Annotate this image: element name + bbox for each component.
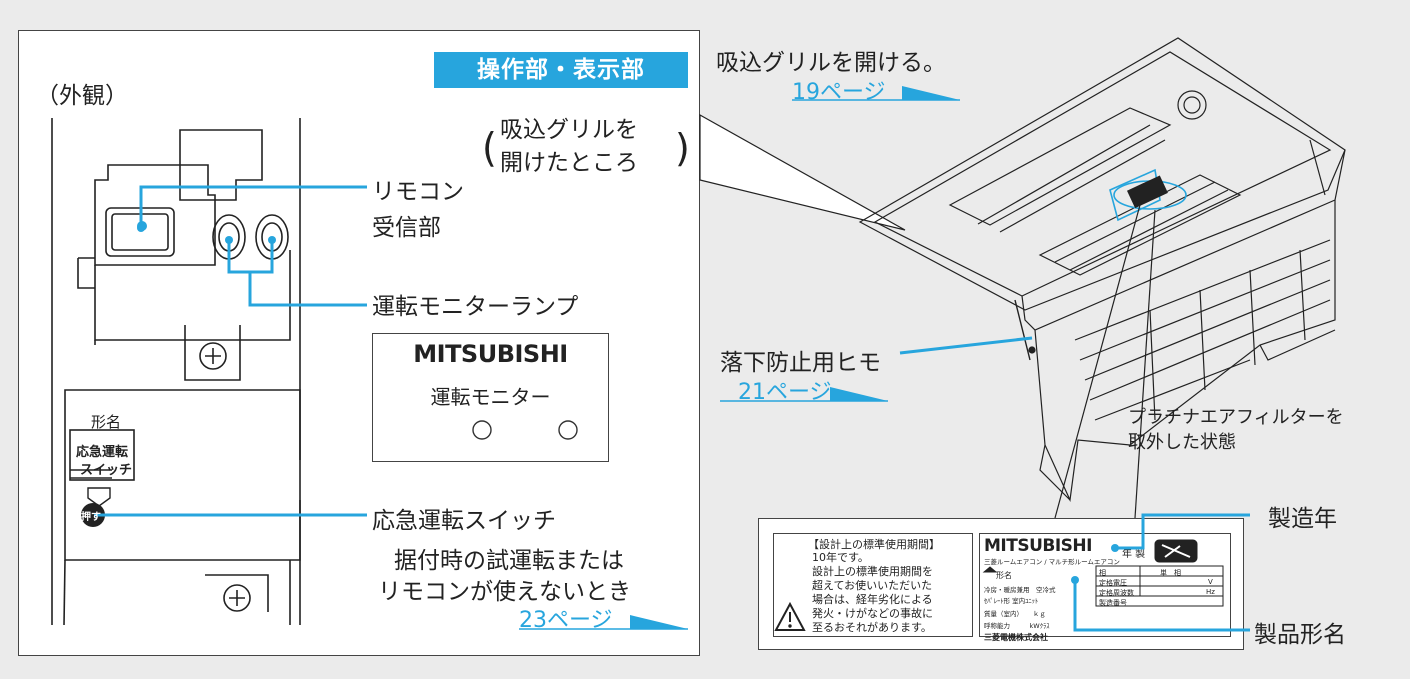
manufacture-year-label: 製造年 [1268, 506, 1337, 532]
label-year-mark: 年 製 [1122, 549, 1146, 560]
monitor-lamp-2 [558, 420, 578, 440]
filter-note-2: 取外した状態 [1128, 432, 1236, 453]
fall-cord-label: 落下防止用ヒモ [720, 350, 881, 376]
open-grille-label: 吸込グリルを開ける。 [716, 50, 946, 76]
warning-line-2: 10年です。 [812, 551, 869, 564]
page-link-arrows [519, 86, 960, 630]
label-spec-4: 呼称能力 kWｸﾗｽ [984, 622, 1050, 630]
label-zoom-lines [1054, 204, 1156, 519]
label-spec-2: ｾﾊﾟﾚｰﾄ形 室内ﾕﾆｯﾄ [984, 597, 1039, 605]
label-spec-1: 冷房・暖房兼用 空冷式 [984, 586, 1056, 594]
label-table-header-2: 単 相 [1160, 569, 1181, 577]
warning-line-7: 至るおそれがあります。 [812, 621, 932, 634]
label-unit-hz: Hz [1206, 588, 1215, 596]
emergency-note-2: リモコンが使えないとき [378, 579, 631, 605]
label-subtitle: 三菱ルームエアコン / マルチ形ルームエアコン [984, 558, 1120, 566]
emergency-switch-label: 応急運転スイッチ [372, 508, 556, 534]
callout-dots [137, 224, 276, 244]
warning-line-1: 【設計上の標準使用期間】 [808, 538, 940, 551]
right-callouts [899, 336, 1250, 632]
remote-receiver-label-1: リモコン [372, 179, 464, 205]
run-monitor-panel [372, 333, 609, 462]
label-maker: 三菱電機株式会社 [984, 633, 1048, 642]
product-model-label: 製品形名 [1254, 622, 1346, 648]
open-paren: ( [482, 124, 497, 172]
warning-line-4: 超えてお使いいただいた [812, 579, 933, 592]
label-spec-3: 質量（室内） ｋｇ [984, 610, 1046, 618]
monitor-lamp-1 [472, 420, 492, 440]
page-link-19[interactable]: 19ページ [792, 80, 886, 105]
remote-receiver-label-2: 受信部 [372, 215, 441, 241]
close-paren: ) [675, 126, 690, 170]
spec-box [979, 533, 1231, 637]
label-table-row-3: 製造番号 [1099, 599, 1127, 607]
monitor-brand: MITSUBISHI [413, 340, 568, 368]
left-callouts [94, 185, 367, 517]
filter-note-1: プラチナエアフィルターを [1128, 407, 1344, 428]
emergency-note-1: 据付時の試運転または [394, 548, 624, 574]
label-unit-v: V [1208, 578, 1213, 586]
run-monitor-lamp-label: 運転モニターランプ [372, 294, 579, 320]
unit-model-label: 形名 [91, 413, 122, 431]
indoor-unit-drawing [858, 37, 1346, 503]
label-table-header-1: 相 [1099, 569, 1106, 577]
label-table-row-1: 定格電圧 [1099, 579, 1127, 587]
label-model-row: 形名 [996, 571, 1012, 580]
label-table-row-2: 定格周波数 [1099, 589, 1134, 597]
section-badge: 操作部・表示部 [434, 52, 688, 88]
warning-box [773, 533, 973, 637]
exterior-label: （外観） [36, 83, 128, 109]
warning-line-6: 発火・けがなどの事故に [812, 607, 933, 620]
opened-note-line2: 開けたところ [500, 150, 638, 176]
opened-note-line1: 吸込グリルを [500, 117, 638, 143]
label-plate-graphics [774, 539, 1224, 631]
label-brand: MITSUBISHI [984, 536, 1092, 556]
unit-push-label: 押す [81, 512, 101, 523]
push-button-icon [81, 487, 111, 527]
warning-line-3: 設計上の標準使用期間を [812, 565, 933, 578]
monitor-lamps [472, 420, 578, 440]
right-callout-dots [1071, 544, 1119, 584]
monitor-caption: 運転モニター [430, 385, 551, 409]
unit-outline-drawing [51, 118, 301, 626]
zoom-pointer [699, 113, 906, 231]
unit-switch-label-1: 応急運転 [76, 445, 129, 460]
warning-line-5: 場合は、経年劣化による [812, 593, 933, 606]
